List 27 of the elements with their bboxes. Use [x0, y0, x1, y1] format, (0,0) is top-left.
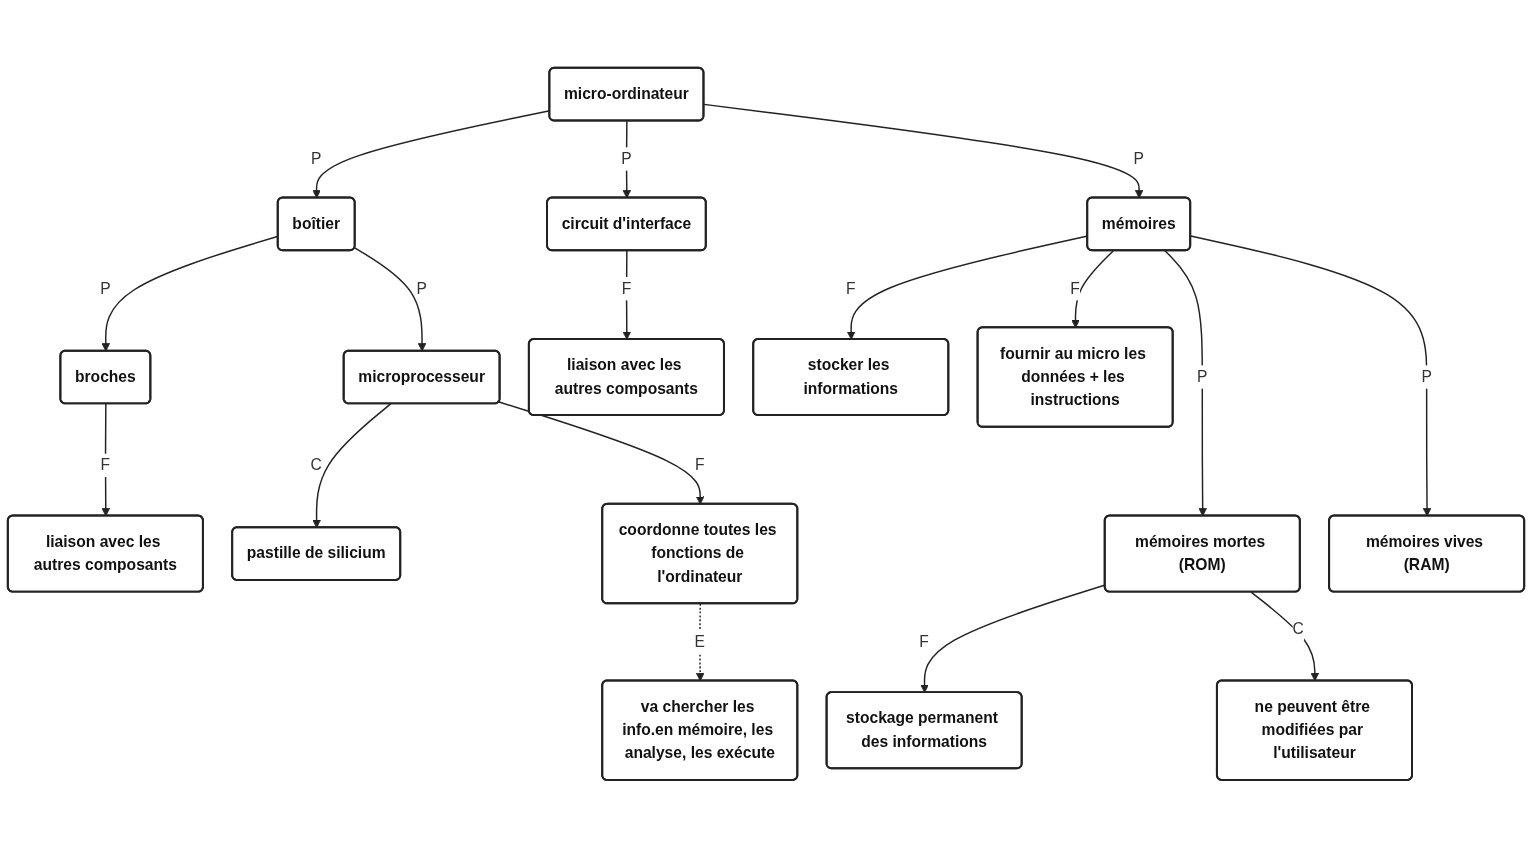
edge-label: P [100, 280, 111, 297]
arrow [498, 401, 705, 505]
arrow [1164, 250, 1207, 517]
edge-label: F [100, 456, 111, 474]
edge-label: P [416, 280, 427, 297]
arrow [312, 403, 392, 529]
arrow [354, 247, 427, 352]
edge-label: P [1133, 150, 1144, 167]
arrow [622, 120, 632, 199]
edge-label: F [621, 280, 632, 297]
edge-label: F [919, 633, 929, 650]
edge-label: P [311, 150, 322, 167]
edge-label: E [694, 633, 705, 650]
arrow [101, 403, 111, 517]
edge-label: F [846, 280, 856, 297]
arrow [1071, 250, 1115, 329]
edge-label: C [1292, 620, 1304, 637]
arrow [1250, 591, 1320, 682]
arrow [622, 250, 632, 340]
edge-label: F [695, 456, 705, 474]
edge-label: P [1421, 368, 1432, 385]
edge-label: C [310, 456, 322, 474]
edge-label: P [621, 150, 632, 167]
arrow [695, 603, 705, 682]
edge-label: P [1197, 368, 1208, 385]
edge-label: F [1070, 280, 1080, 297]
arrow [703, 103, 1144, 199]
